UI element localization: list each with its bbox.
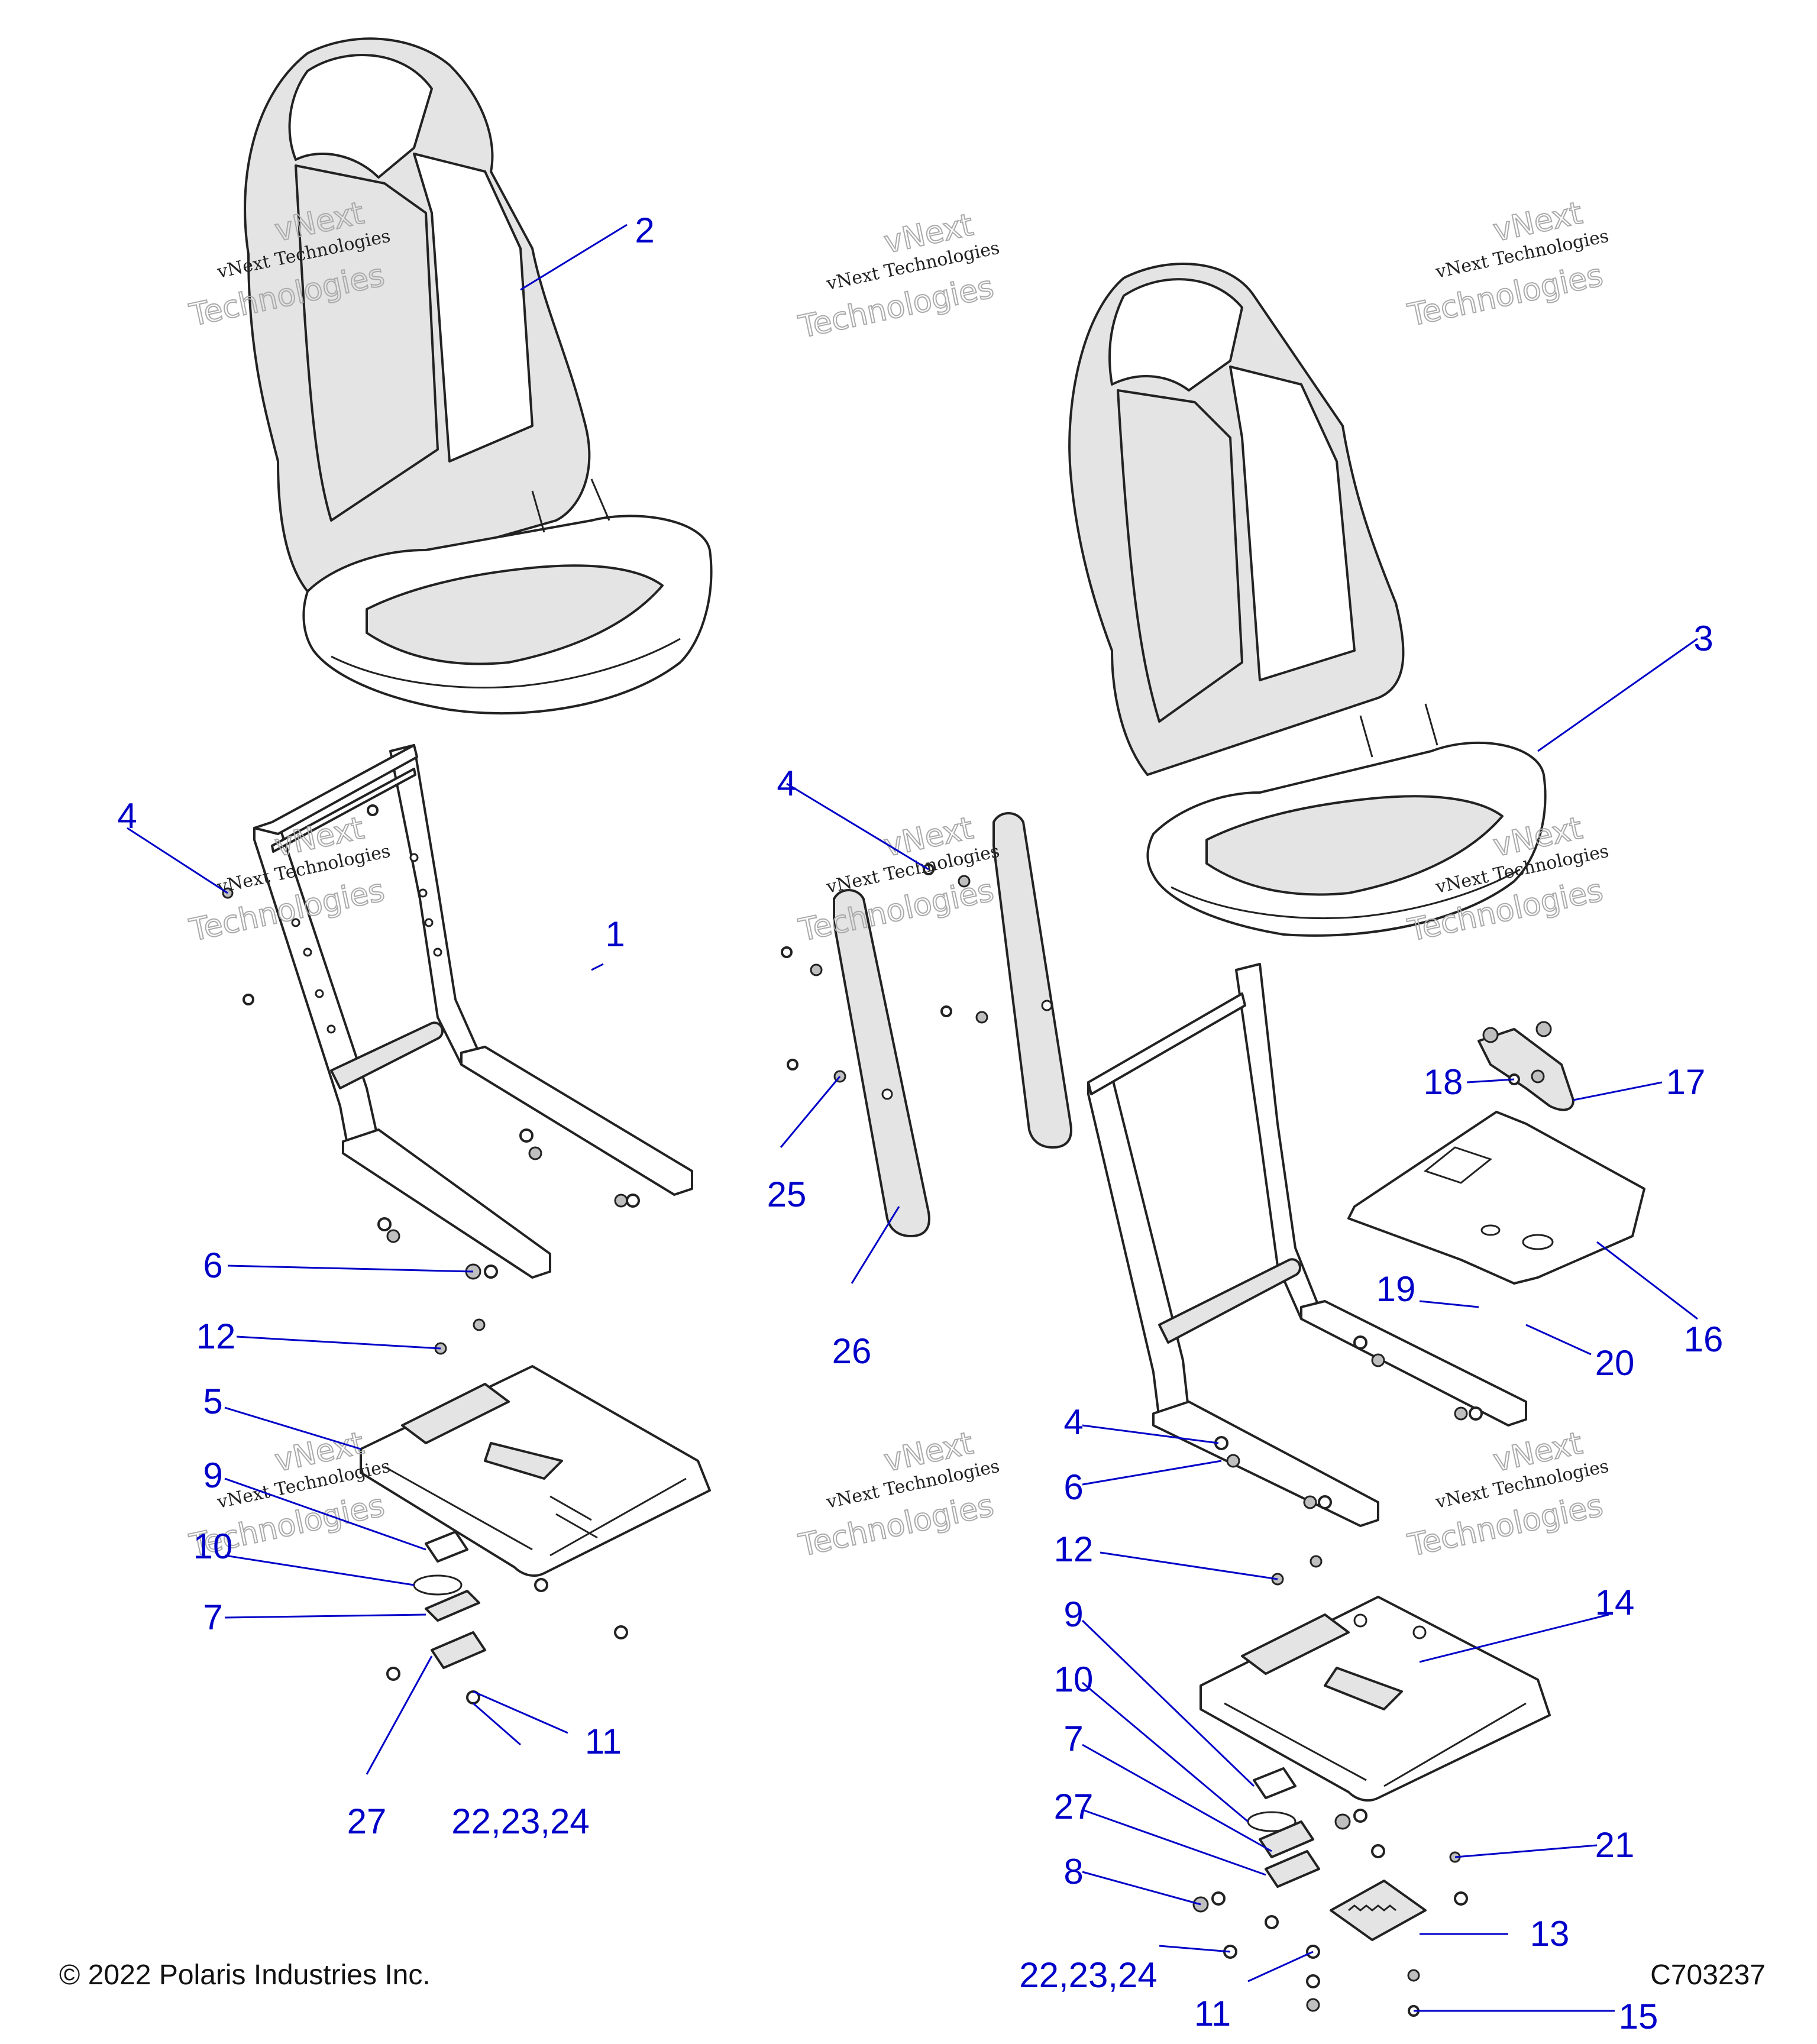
leader-line — [127, 827, 228, 894]
leader-line — [1082, 1460, 1222, 1486]
callout-label: 11 — [585, 1722, 622, 1761]
callout-label: 20 — [1595, 1343, 1635, 1383]
leader-line — [1082, 1744, 1272, 1852]
callout-label: 10 — [193, 1526, 233, 1566]
callout-label: 4 — [777, 764, 796, 803]
callout-label: 1 — [605, 914, 625, 954]
leader-line — [1082, 1871, 1201, 1906]
leader-line — [1419, 1300, 1479, 1308]
callout-label: 21 — [1595, 1825, 1635, 1865]
leader-line — [1573, 1081, 1663, 1101]
leader-line — [236, 1335, 441, 1350]
leader-line — [1525, 1324, 1592, 1356]
callout-label: 12 — [1054, 1529, 1094, 1569]
leader-line — [1082, 1809, 1266, 1876]
copyright-notice: © 2022 Polaris Industries Inc. — [59, 1959, 431, 1991]
leader-line — [1081, 1619, 1255, 1787]
leader-line — [1100, 1551, 1278, 1580]
callout-label: 16 — [1684, 1319, 1724, 1359]
leader-line — [1419, 1613, 1609, 1663]
callout-label: 7 — [203, 1597, 222, 1637]
leader-line — [224, 1477, 426, 1551]
callout-label: 9 — [1063, 1595, 1083, 1634]
right-tray-and-bracket — [1347, 1021, 1645, 1285]
callout-label: 12 — [196, 1317, 236, 1356]
callout-label: 2 — [635, 211, 654, 250]
left-slider-base — [360, 1365, 711, 1577]
leader-line — [1159, 1945, 1231, 1953]
leader-line — [1466, 1078, 1515, 1084]
callout-label: 26 — [832, 1331, 872, 1371]
callout-label: 6 — [1063, 1467, 1083, 1507]
callout-label: 4 — [1063, 1402, 1083, 1442]
callout-label: 17 — [1666, 1062, 1706, 1102]
callout-label: 27 — [1054, 1787, 1094, 1826]
callout-label: 22,23,24 — [1019, 1955, 1158, 1995]
callout-label: 3 — [1693, 619, 1713, 658]
callout-label: 22,23,24 — [451, 1802, 590, 1841]
callout-label: 25 — [767, 1175, 807, 1214]
left-seat — [244, 37, 713, 715]
callout-label: 7 — [1063, 1719, 1083, 1758]
right-hardware — [1192, 1767, 1468, 2017]
leader-line — [1082, 1424, 1219, 1444]
leader-line — [366, 1655, 433, 1775]
callout-label: 19 — [1376, 1269, 1416, 1309]
callout-label: 13 — [1530, 1914, 1570, 1954]
callout-label: 8 — [1063, 1852, 1083, 1891]
leader-line — [1537, 638, 1698, 752]
leader-line — [1596, 1241, 1698, 1320]
callout-label: 18 — [1424, 1062, 1463, 1102]
right-slider-base — [1200, 1596, 1551, 1802]
callout-label: 5 — [203, 1382, 222, 1421]
callout-label: 10 — [1054, 1660, 1094, 1699]
callout-label: 4 — [117, 796, 137, 836]
callout-label: 9 — [203, 1456, 222, 1495]
leader-line — [786, 782, 929, 871]
leader-line — [227, 1264, 474, 1273]
callout-label: 14 — [1595, 1583, 1635, 1622]
leader-line — [520, 224, 628, 291]
callout-label: 27 — [347, 1802, 387, 1841]
left-seat-frame — [253, 744, 693, 1279]
callout-label: 11 — [1194, 1994, 1231, 2033]
callout-labels: 1 2 3 4 4 4 5 6 6 7 7 8 9 9 10 10 11 11 … — [117, 211, 1723, 2036]
leader-line — [224, 1406, 361, 1450]
drawing-number: C703237 — [1650, 1959, 1766, 1991]
leader-line — [1082, 1681, 1249, 1823]
leader-line — [224, 1613, 426, 1619]
leader-line — [1247, 1951, 1314, 1982]
leader-line — [1454, 1844, 1598, 1858]
right-seat-frame — [1087, 963, 1527, 1586]
leader-line — [591, 963, 604, 971]
leader-line — [473, 1702, 521, 1746]
leader-line — [851, 1206, 900, 1284]
leader-line — [780, 1076, 841, 1148]
callout-label: 6 — [203, 1246, 222, 1285]
leader-line — [224, 1554, 415, 1586]
leader-line — [473, 1690, 568, 1734]
callout-label: 15 — [1619, 1997, 1658, 2036]
leader-lines — [127, 224, 1698, 2012]
right-seat — [1068, 263, 1547, 937]
